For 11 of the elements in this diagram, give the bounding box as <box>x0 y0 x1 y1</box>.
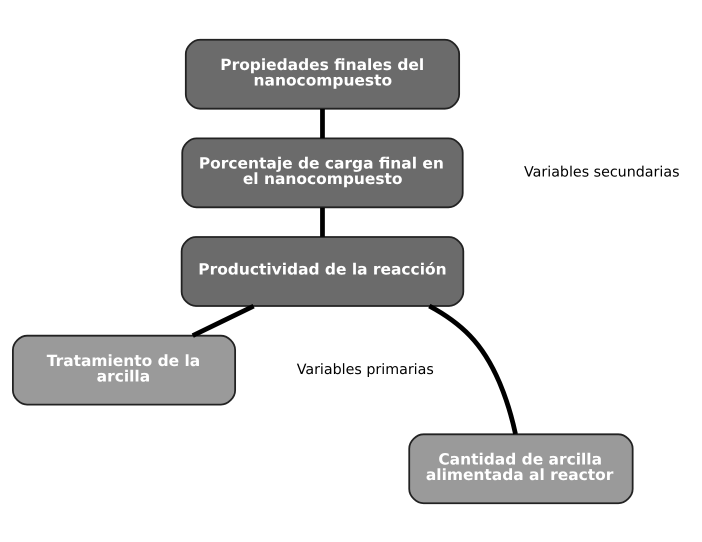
connector <box>320 108 325 138</box>
node-box: Propiedades finales del nanocompuesto <box>184 38 460 110</box>
node-box: Porcentaje de carga final en el nanocompuesto <box>181 137 464 208</box>
node-box: Cantidad de arcilla alimentada al reactor <box>408 432 634 504</box>
node-box: Tratamiento de la arcilla <box>12 334 236 405</box>
label: Variables primarias <box>296 361 434 378</box>
node-box: Productividad de la reacción <box>180 236 464 306</box>
connector <box>428 303 518 434</box>
label: Variables secundarias <box>524 164 680 180</box>
connector <box>320 207 325 236</box>
connector <box>192 303 255 338</box>
